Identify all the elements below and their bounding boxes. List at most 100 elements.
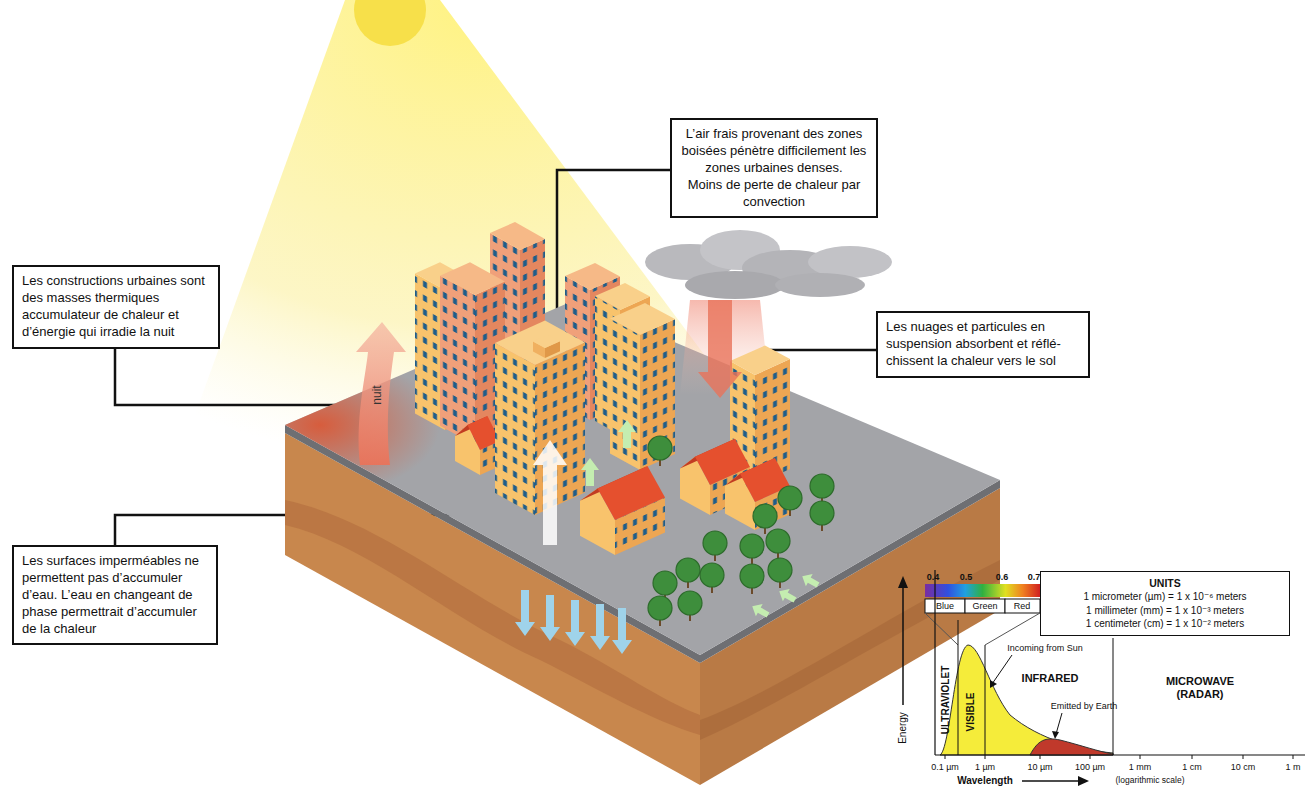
- house: [598, 466, 666, 520]
- water-arrow: [612, 608, 632, 654]
- spectrum-chart: [1113, 638, 1114, 755]
- water-arrow: [590, 604, 610, 650]
- tick-label: 1 m: [1285, 762, 1300, 772]
- spectrum-chart: [1056, 713, 1062, 734]
- color-name: Blue: [936, 601, 954, 611]
- tick-label: 1 cm: [1182, 762, 1202, 772]
- callout-text: Les constructions urbaines sont des mass…: [22, 273, 210, 341]
- cloud: [775, 273, 865, 297]
- spectrum-chart: [925, 584, 1040, 597]
- spectrum-chart: [1293, 755, 1294, 759]
- building: [495, 321, 585, 366]
- building: [535, 343, 585, 516]
- color-name: Green: [972, 601, 997, 611]
- axis-title: Energy: [897, 712, 909, 744]
- tick-label: 10 cm: [1231, 762, 1256, 772]
- spectrum-chart: [898, 576, 908, 588]
- spectrum-chart: [1005, 599, 1040, 613]
- heat-arrow: [356, 300, 742, 545]
- spectrum-chart: [902, 585, 904, 705]
- axis-title: Wavelength: [957, 775, 1013, 787]
- tree: [810, 474, 834, 498]
- tree: [676, 558, 700, 582]
- building: [565, 263, 620, 290]
- spectrum-chart: [898, 570, 1305, 786]
- ground-block: [200, 355, 440, 495]
- air-arrow: [581, 420, 821, 621]
- building: [440, 276, 475, 445]
- air-arrow: [581, 458, 599, 486]
- tree: [648, 596, 672, 620]
- building: [440, 262, 505, 295]
- band-name: MICROWAVE (RADAR): [1145, 675, 1255, 700]
- callout-box: Les surfaces imperméables ne permettent …: [12, 545, 218, 645]
- band-name: INFRARED: [1022, 672, 1079, 685]
- spectrum-chart: [985, 755, 986, 759]
- air-arrow: [618, 420, 636, 448]
- tree: [653, 571, 677, 595]
- water-arrow: [540, 595, 560, 641]
- building: [610, 303, 675, 335]
- spectrum-chart: [925, 599, 965, 613]
- units-line: 1 centimeter (cm) = 1 x 10⁻² meters: [1047, 617, 1283, 631]
- water-arrow: [515, 590, 632, 654]
- building: [640, 319, 675, 470]
- building: [495, 343, 535, 515]
- wavelength-value: 0.6: [996, 572, 1009, 582]
- spectrum-chart: [940, 645, 1113, 755]
- ground-block: [200, 355, 440, 495]
- building: [495, 321, 585, 516]
- tree: [678, 591, 702, 615]
- band-name: VISIBLE: [965, 693, 977, 732]
- tree: [766, 529, 790, 553]
- building: [610, 319, 640, 471]
- spectrum-chart: [925, 613, 958, 645]
- tree: [703, 531, 727, 555]
- units-box: UNITS1 micrometer (µm) = 1 x 10⁻⁶ meters…: [1040, 571, 1290, 636]
- spectrum-chart: [985, 645, 986, 755]
- tree: [648, 436, 834, 626]
- tree: [778, 486, 802, 510]
- spectrum-chart: [945, 755, 1293, 759]
- arrow-label: nuit: [371, 385, 385, 404]
- tick-label: 0.1 µm: [931, 762, 959, 772]
- building: [535, 343, 585, 516]
- tree: [740, 564, 764, 588]
- wavelength-value: 0.7: [1028, 572, 1041, 582]
- building: [495, 343, 535, 515]
- air-arrow: [776, 585, 799, 606]
- spectrum-chart: [934, 570, 935, 755]
- tick-label: 1 mm: [1129, 762, 1152, 772]
- building: [415, 222, 790, 485]
- air-arrow: [749, 600, 772, 621]
- tick-label: 10 µm: [1027, 762, 1052, 772]
- building: [730, 346, 790, 376]
- spectrum-chart: [985, 613, 1040, 645]
- callout-box: L’air frais provenant des zones boisées …: [670, 118, 878, 218]
- callout-text: Les nuages et particules en suspension a…: [886, 319, 1080, 370]
- heat-arrow: [533, 440, 567, 545]
- tree: [768, 558, 792, 582]
- heat-arrow: [698, 300, 742, 398]
- air-arrow: [799, 570, 822, 591]
- units-line: 1 millimeter (mm) = 1 x 10⁻³ meters: [1047, 604, 1283, 618]
- spectrum-chart: [958, 620, 959, 755]
- callout-text: Les surfaces imperméables ne permettent …: [22, 553, 208, 637]
- spectrum-chart: [965, 599, 1005, 613]
- spectrum-chart: [1022, 780, 1080, 782]
- spectrum-chart: [1078, 776, 1089, 786]
- air-arrow: [749, 600, 772, 621]
- air-arrow: [799, 570, 822, 591]
- building: [610, 319, 640, 471]
- spectrum-chart: [1090, 755, 1091, 759]
- spectrum-chart: [1030, 739, 1113, 755]
- spectrum-chart: [1243, 755, 1244, 759]
- spectrum-chart: [1052, 731, 1059, 739]
- spectrum-chart: [990, 680, 997, 688]
- tree: [648, 436, 672, 460]
- axis-note: (logarithmic scale): [1116, 776, 1185, 786]
- spectrum-chart: [935, 754, 1305, 755]
- color-name: Red: [1014, 601, 1031, 611]
- callout-box: Les nuages et particules en suspension a…: [876, 311, 1090, 378]
